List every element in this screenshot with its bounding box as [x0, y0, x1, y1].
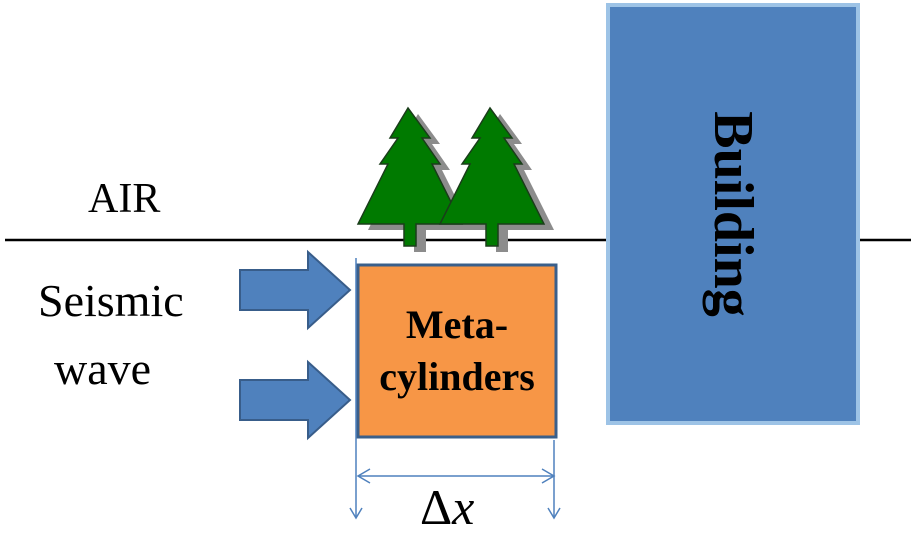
- metacylinders-line-1: Meta-: [405, 302, 509, 347]
- arrow-right-icon: [239, 359, 352, 441]
- air-label: AIR: [88, 176, 161, 222]
- metacylinders-label: Meta- cylinders: [358, 265, 556, 437]
- metacylinders-line-2: cylinders: [379, 354, 535, 399]
- wave-label: wave: [54, 343, 152, 394]
- building-label: Building: [702, 111, 764, 317]
- building: [606, 3, 860, 425]
- delta-symbol: Δ: [420, 479, 453, 535]
- tree-icon: [438, 106, 546, 247]
- arrow-right-icon: [239, 249, 352, 331]
- dimension-marker: [349, 258, 561, 520]
- delta-x-label: Δx: [420, 478, 474, 536]
- metacylinders-box: [356, 263, 558, 439]
- tree-icon: [356, 106, 464, 247]
- trees: [356, 106, 546, 247]
- seismic-label: Seismic: [38, 275, 184, 326]
- delta-variable: x: [452, 479, 475, 535]
